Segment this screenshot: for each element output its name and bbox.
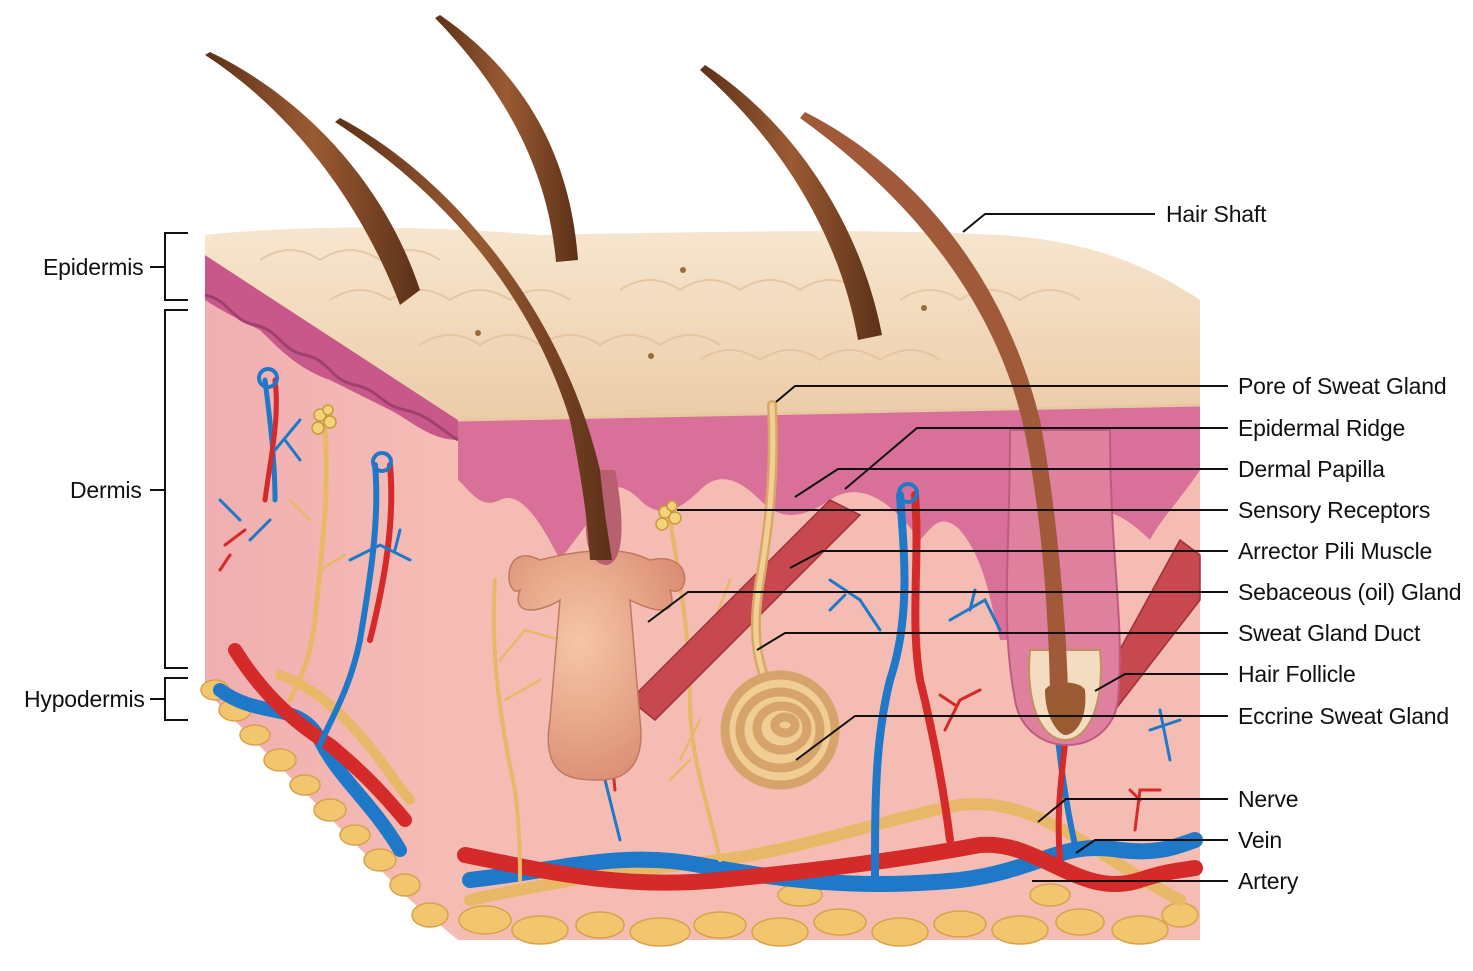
- leader-hair-shaft: [963, 214, 1155, 232]
- hypodermis-label: Hypodermis: [24, 688, 145, 711]
- dermis-bracket: [150, 310, 188, 668]
- vein-label: Vein: [1238, 829, 1282, 852]
- nerve-label: Nerve: [1238, 788, 1298, 811]
- hair-2: [435, 15, 578, 262]
- sebaceous-gland-label: Sebaceous (oil) Gland: [1238, 581, 1461, 604]
- hair-follicle-label: Hair Follicle: [1238, 663, 1356, 686]
- hair-follicle: [1007, 430, 1120, 745]
- hypodermis-bracket: [150, 678, 188, 720]
- pore-of-sweat-gland-label: Pore of Sweat Gland: [1238, 375, 1446, 398]
- epidermal-ridge-label: Epidermal Ridge: [1238, 417, 1405, 440]
- epidermis-label: Epidermis: [43, 256, 143, 279]
- layer-brackets: [150, 233, 188, 720]
- dermal-papilla-label: Dermal Papilla: [1238, 458, 1385, 481]
- sweat-gland-duct-label: Sweat Gland Duct: [1238, 622, 1420, 645]
- eccrine-sweat-gland-label: Eccrine Sweat Gland: [1238, 705, 1449, 728]
- hair-shaft-label: Hair Shaft: [1166, 203, 1266, 226]
- sensory-receptors-label: Sensory Receptors: [1238, 499, 1430, 522]
- dermis-label: Dermis: [70, 479, 142, 502]
- epidermis-bracket: [150, 233, 188, 300]
- eccrine-coil: [725, 675, 835, 785]
- artery-label: Artery: [1238, 870, 1298, 893]
- arrector-pili-muscle-label: Arrector Pili Muscle: [1238, 540, 1432, 563]
